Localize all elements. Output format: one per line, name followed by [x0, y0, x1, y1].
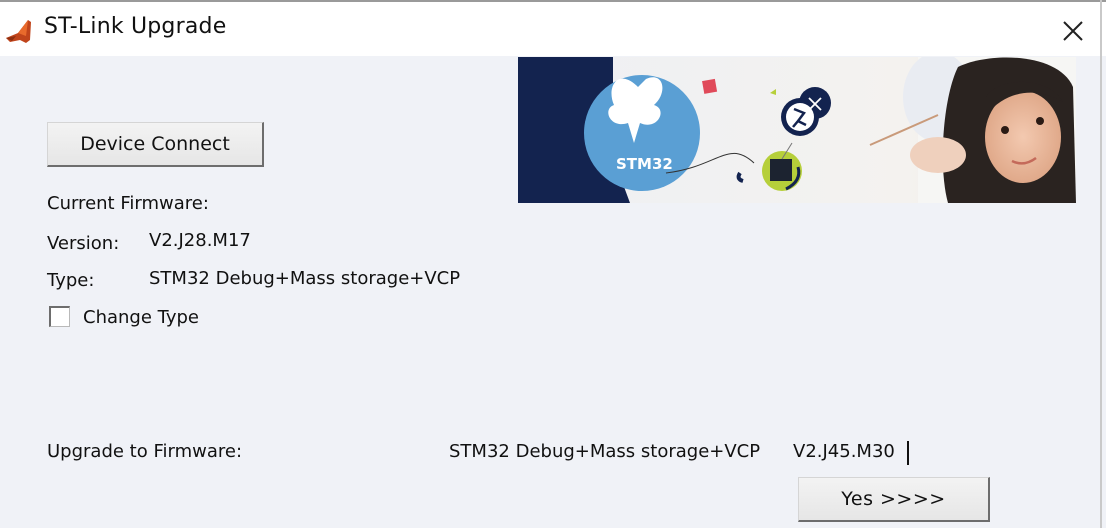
window-title: ST-Link Upgrade	[44, 14, 227, 39]
close-icon[interactable]	[1058, 16, 1088, 46]
upgrade-type-value: STM32 Debug+Mass storage+VCP	[449, 441, 761, 462]
upgrade-version-value: V2.J45.M30	[793, 441, 895, 462]
device-connect-label: Device Connect	[80, 133, 230, 155]
version-label: Version:	[47, 233, 120, 254]
type-label: Type:	[47, 270, 95, 291]
current-version-value: V2.J28.M17	[149, 230, 251, 251]
title-bar: ST-Link Upgrade	[0, 0, 1106, 56]
current-type-value: STM32 Debug+Mass storage+VCP	[149, 268, 461, 289]
st-butterfly-logo-icon	[6, 20, 31, 43]
stm32-banner-image: STM32	[518, 57, 1076, 203]
text-caret	[907, 441, 909, 465]
change-type-label[interactable]: Change Type	[83, 307, 199, 328]
change-type-checkbox[interactable]	[49, 306, 70, 327]
yes-upgrade-button[interactable]: Yes >>>>	[798, 477, 990, 522]
current-firmware-heading: Current Firmware:	[47, 193, 209, 214]
window-border	[1100, 0, 1102, 528]
yes-button-label: Yes >>>>	[841, 488, 946, 510]
upgrade-to-firmware-label: Upgrade to Firmware:	[47, 441, 243, 462]
device-connect-button[interactable]: Device Connect	[47, 122, 264, 167]
svg-text:STM32: STM32	[616, 155, 673, 173]
banner-illustration: STM32	[518, 57, 1076, 203]
